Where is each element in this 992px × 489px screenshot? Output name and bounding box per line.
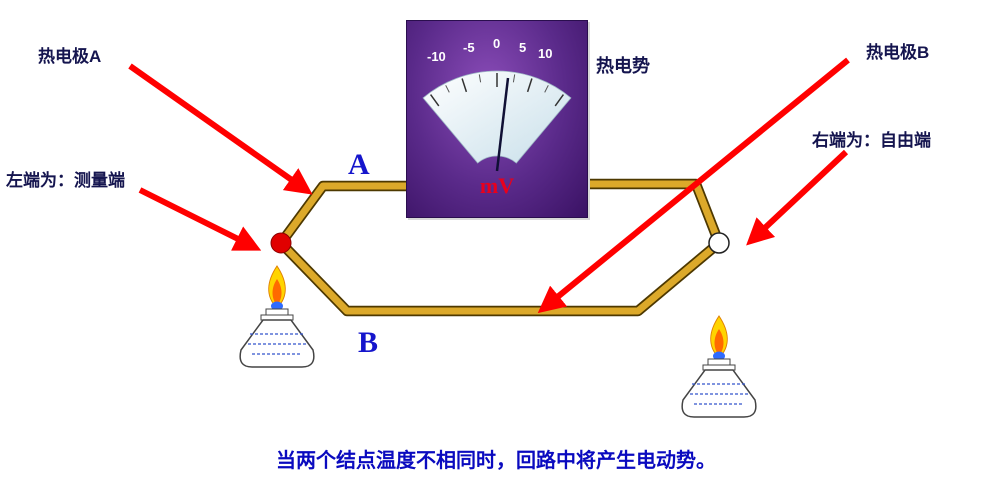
free-junction [708, 232, 730, 254]
lamp-body [239, 319, 315, 368]
callout-arrows [128, 57, 850, 314]
alcohol-lamp-right [681, 315, 757, 418]
flame-inner [714, 329, 724, 356]
lamp-label-scribble [690, 383, 748, 405]
scale-tick-label: 0 [493, 36, 501, 51]
meter-scale-fan [422, 70, 572, 164]
measurement-junction [270, 232, 292, 254]
meter-minor-ticks [445, 74, 549, 93]
meter-face [422, 70, 572, 172]
wire-right [582, 180, 723, 247]
electrode-a-label: 热电极A [38, 47, 102, 66]
lamp-label-scribble [248, 333, 306, 355]
arrow-to-wire-b [537, 57, 850, 314]
flame-inner [272, 279, 282, 306]
electrode-b-label: 热电极B [866, 43, 930, 62]
arrow-to-free-junction [746, 149, 849, 246]
wire-a-letter: A [348, 148, 370, 181]
emf-label: 热电势 [596, 56, 650, 76]
meter-major-ticks [429, 73, 565, 107]
scale-tick-label: 5 [519, 40, 527, 55]
free-end-label: 右端为：自由端 [812, 131, 931, 150]
caption-text: 当两个结点温度不相同时，回路中将产生电动势。 [276, 450, 716, 472]
arrow-to-wire-a [128, 63, 313, 195]
meter-unit-label: mV [479, 173, 515, 198]
meter-needle [495, 77, 510, 172]
lamp-body [681, 369, 757, 418]
wire-b [277, 239, 723, 315]
flame-base [271, 301, 283, 311]
scale-tick-label: -10 [427, 49, 446, 64]
scale-tick-label: -5 [463, 40, 475, 55]
arrow-to-measurement-junction [138, 187, 262, 251]
alcohol-lamp-left [239, 265, 315, 368]
wire-b-letter: B [358, 326, 379, 359]
flame-base [713, 351, 725, 361]
wire-a [277, 182, 410, 247]
millivoltmeter: -10 -5 0 5 10 mV [406, 20, 588, 218]
measurement-end-label: 左端为：测量端 [6, 171, 125, 190]
scale-tick-label: 10 [538, 46, 553, 61]
